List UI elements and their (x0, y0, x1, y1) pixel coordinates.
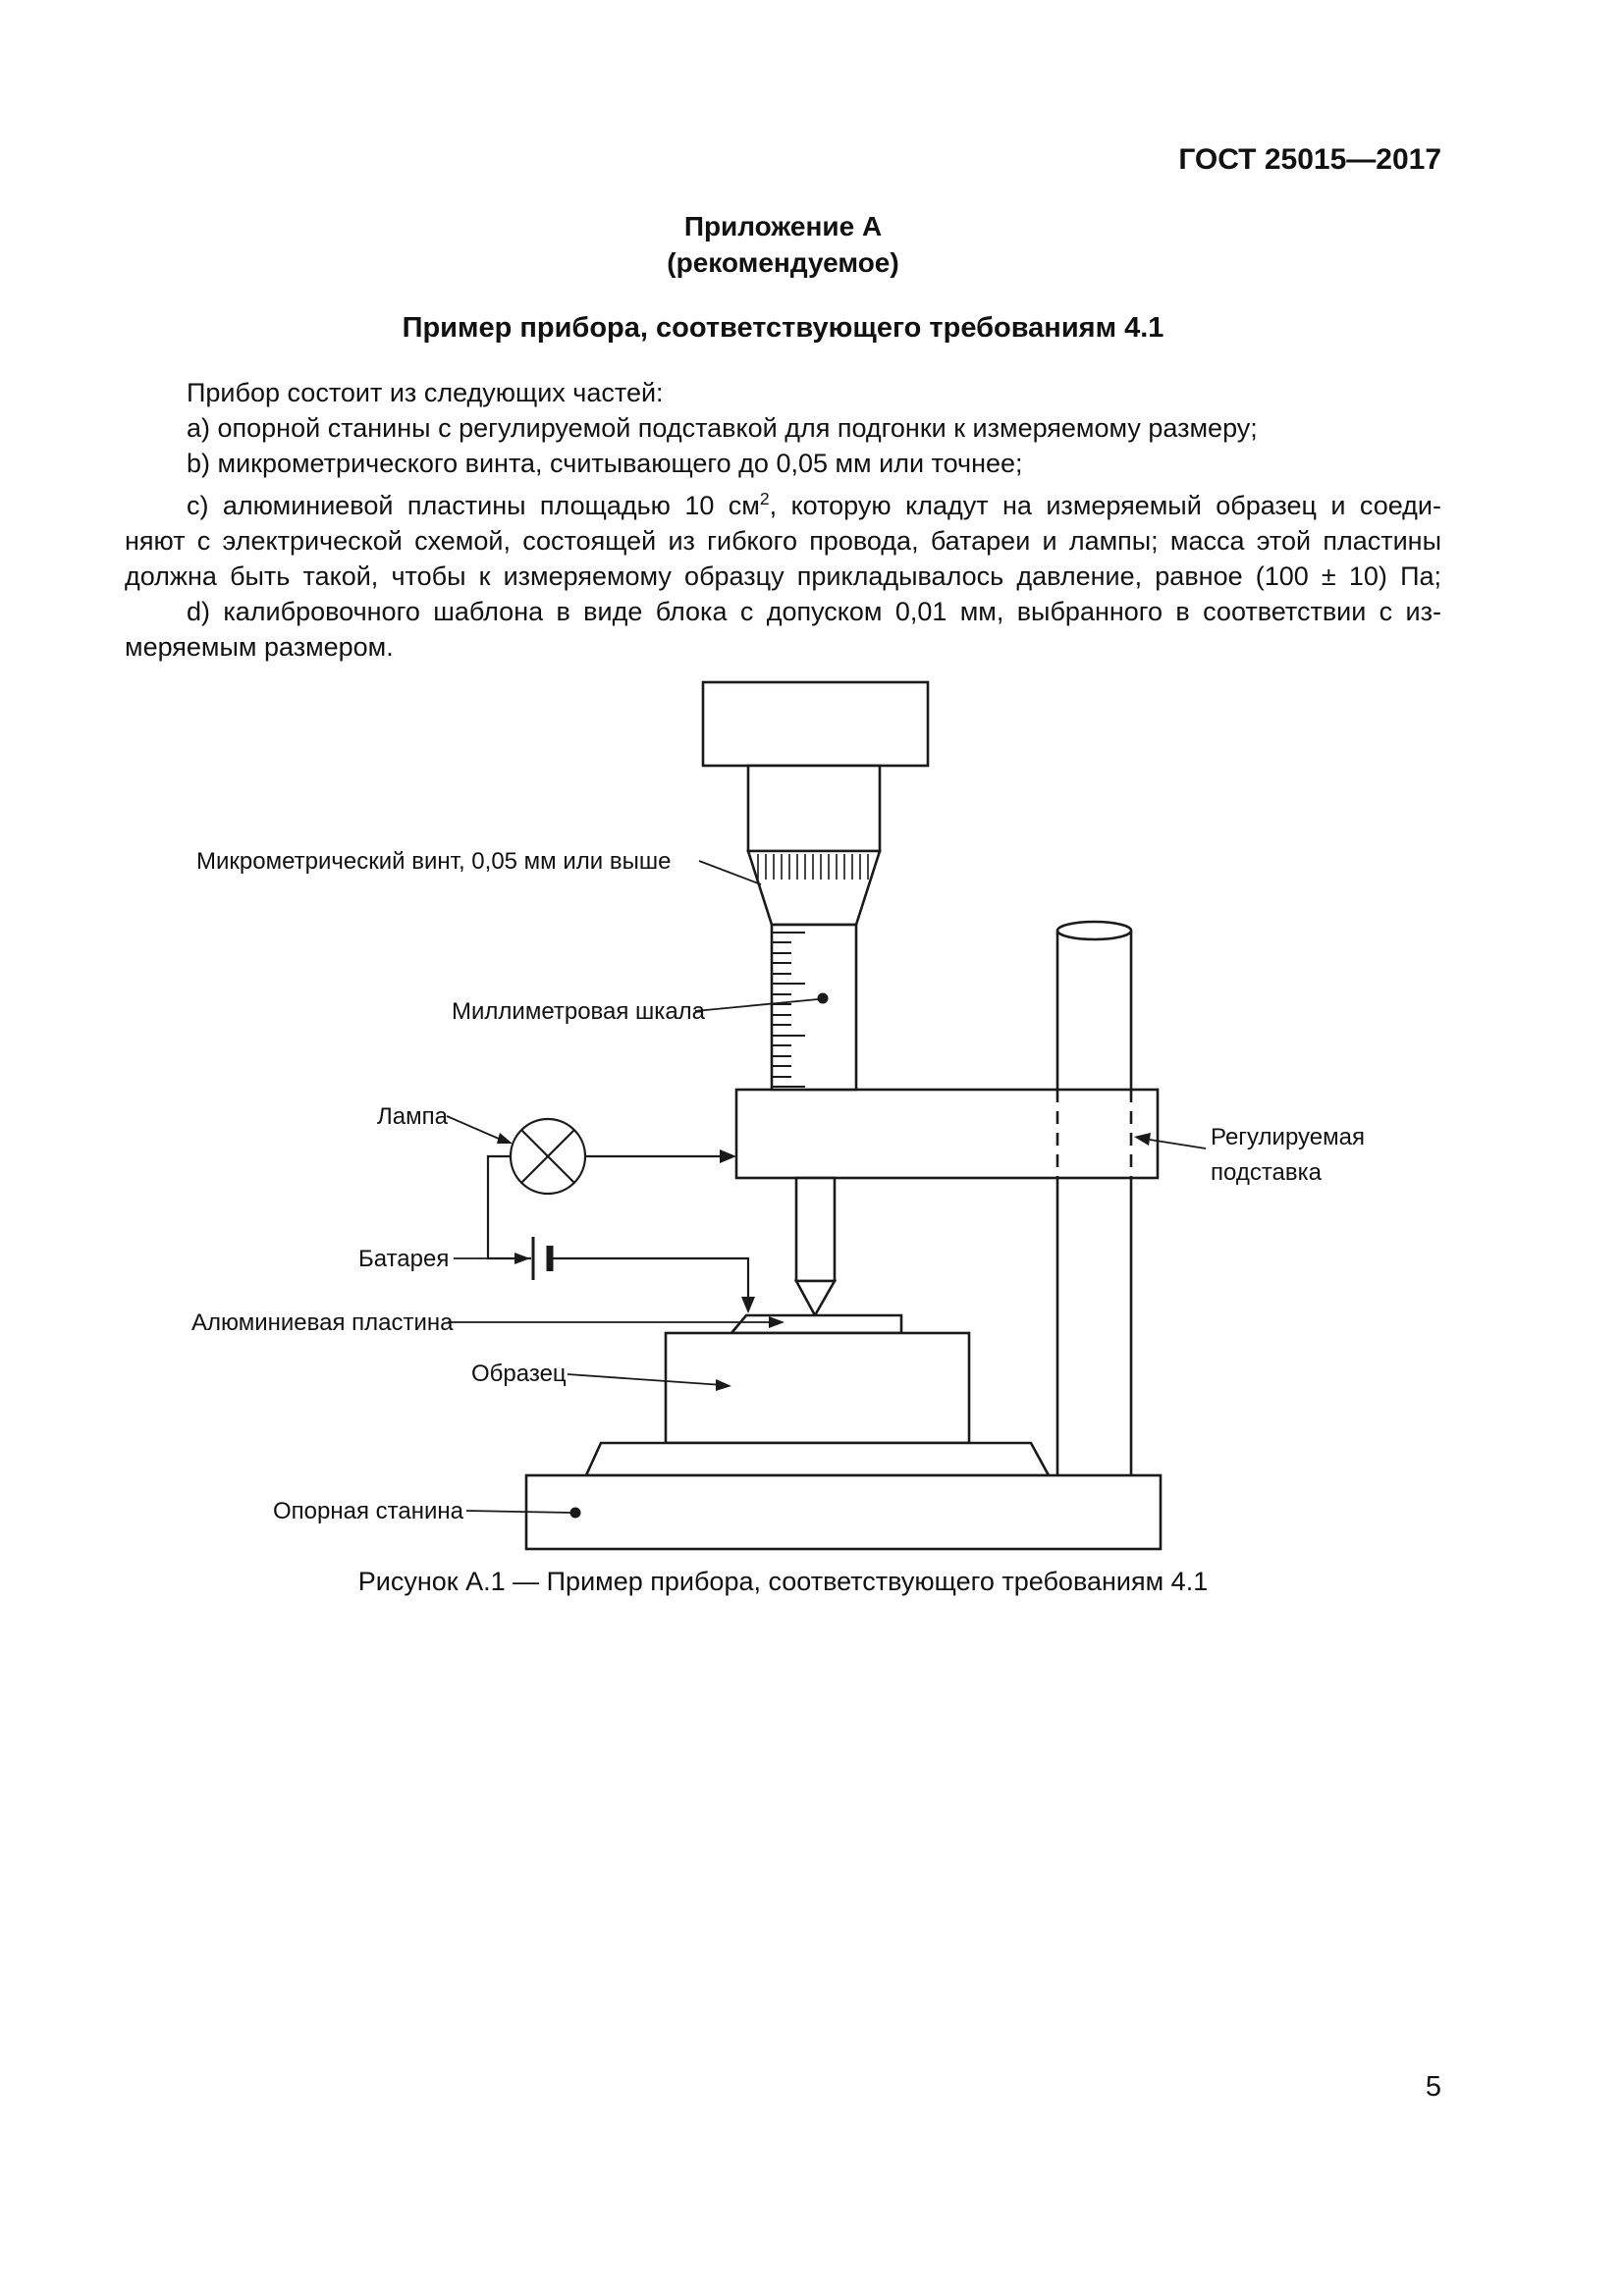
list-item-b: b) микрометрического винта, считывающего… (187, 449, 1023, 478)
document-header: ГОСТ 25015—2017 (1178, 143, 1441, 176)
micrometer-knob (701, 680, 930, 768)
leader-lamp (446, 1115, 500, 1140)
leader-sample (567, 1373, 724, 1386)
dot-support-base (569, 1507, 581, 1519)
item-c-superscript: 2 (759, 489, 770, 508)
plate-connection-arrow (741, 1297, 755, 1313)
intro-line: Прибор состоит из следующих частей: (187, 378, 664, 407)
list-item-c-line1: c) алюминиевой пластины площадью 10 см2,… (125, 481, 1441, 523)
micrometer-thimble (746, 764, 882, 853)
leader-terminators (497, 992, 1151, 1519)
label-sample: Образец (471, 1361, 567, 1387)
page-number: 5 (1425, 2071, 1441, 2103)
figure-labels: Микрометрический винт, 0,05 мм или выше … (191, 848, 1365, 1524)
instrument-structure (524, 680, 1163, 1551)
scale-sleeve (770, 923, 858, 1092)
column-hidden-edges (1055, 1090, 1133, 1178)
section-title: Пример прибора, соответствующего требова… (402, 312, 1164, 344)
scale-ticks (773, 932, 805, 1088)
leader-micrometer-screw (698, 860, 762, 885)
sample-block (664, 1331, 971, 1445)
spindle (794, 1176, 837, 1283)
list-item-a: a) опорной станины с регулируемой подста… (187, 413, 1258, 443)
arrow-sample (716, 1379, 731, 1391)
body-text: Прибор состоит из следующих частей: a) о… (125, 375, 1441, 665)
list-item-c-line2: няют с электрической схемой, состоящей и… (125, 526, 1441, 556)
wire-battery-to-plate (552, 1256, 750, 1306)
knurl-lines (757, 854, 869, 880)
appendix-sublabel: (рекомендуемое) (667, 247, 899, 278)
lamp-cross-2 (520, 1129, 575, 1184)
figure-a1-diagram: Микрометрический винт, 0,05 мм или выше … (191, 680, 1365, 1551)
arrow-adjustable-stand (1134, 1133, 1151, 1146)
label-aluminum-plate: Алюминиевая пластина (191, 1309, 454, 1336)
label-adjustable-stand-line2: подставка (1211, 1159, 1323, 1186)
aluminum-plate (729, 1313, 903, 1335)
arrow-lamp (497, 1133, 513, 1144)
wire-lamp-to-battery (486, 1154, 531, 1260)
support-arm (734, 1088, 1160, 1180)
leader-lines (446, 860, 1207, 1514)
dot-millimeter-scale (817, 992, 829, 1004)
label-micrometer-screw: Микрометрический винт, 0,05 мм или выше (196, 848, 671, 875)
leader-millimeter-scale (694, 998, 819, 1012)
label-lamp: Лампа (377, 1103, 449, 1130)
label-support-base: Опорная станина (273, 1498, 464, 1524)
item-c-text-cont: , которую кладут на измеряемый образец и… (769, 491, 1441, 520)
circuit (486, 1117, 750, 1306)
column (1055, 920, 1133, 1475)
figure-caption: Рисунок А.1 — Пример прибора, соответств… (357, 1567, 1209, 1596)
arrow-aluminum-plate (769, 1316, 784, 1328)
spindle-tip (793, 1279, 838, 1318)
list-item-d-line2: меряемым размером. (125, 632, 394, 662)
leader-adjustable-stand (1149, 1139, 1207, 1149)
circuit-arrows (720, 1149, 755, 1313)
appendix-heading: Приложение А (рекомендуемое) (125, 208, 1441, 281)
leader-support-base (465, 1510, 573, 1514)
label-battery: Батарея (358, 1246, 449, 1272)
list-item-c-line3: должна быть такой, чтобы к измеряемому о… (125, 561, 1441, 591)
item-c-text: c) алюминиевой пластины площадью 10 см (187, 491, 760, 520)
appendix-label: Приложение А (683, 211, 883, 241)
label-millimeter-scale: Миллиметровая шкала (452, 998, 706, 1025)
support-base (524, 1473, 1163, 1551)
label-adjustable-stand-line1: Регулируемая (1211, 1124, 1365, 1150)
platform (583, 1441, 1052, 1477)
arrow-battery (514, 1253, 530, 1264)
list-item-d-line1: d) калибровочного шаблона в виде блока с… (187, 597, 1441, 626)
column-top (1055, 920, 1133, 941)
arm-connection-arrow (720, 1149, 736, 1163)
